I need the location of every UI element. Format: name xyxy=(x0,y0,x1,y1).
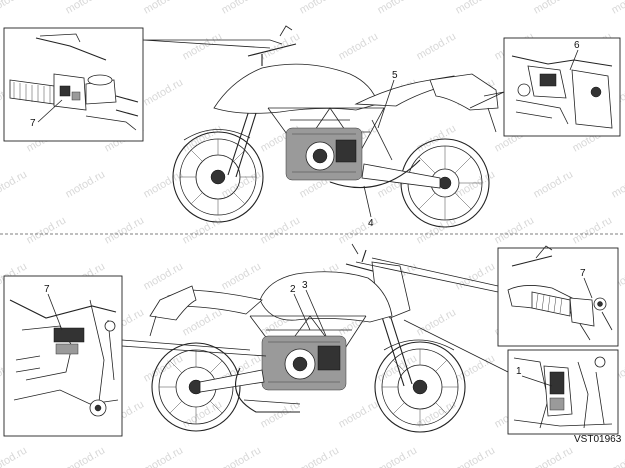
watermark-text: motod.ru xyxy=(454,444,498,468)
bottom-swingarm xyxy=(199,369,265,393)
watermark-text: motod.ru xyxy=(415,306,459,338)
callout-2: 2 xyxy=(290,284,296,295)
watermark-text: motod.ru xyxy=(220,444,264,468)
callout-7-bottom-left: 7 xyxy=(44,284,50,295)
watermark-text: motod.ru xyxy=(142,168,186,200)
watermark-text: motod.ru xyxy=(532,168,576,200)
watermark-text: motod.ru xyxy=(142,444,186,468)
watermark-text: motod.ru xyxy=(298,444,342,468)
watermark-text: motod.ru xyxy=(220,168,264,200)
watermark-text: motod.ru xyxy=(103,214,147,246)
bottom-engine xyxy=(261,335,347,391)
watermark-text: motod.ru xyxy=(532,0,576,17)
inset-bottom-right-lower: 1 xyxy=(507,349,619,435)
top-front-wheel xyxy=(172,131,264,223)
watermark-text: motod.ru xyxy=(610,0,625,17)
leader-bottom-right-lower xyxy=(403,319,509,373)
watermark-text: motod.ru xyxy=(220,0,264,17)
leader-bottom-left xyxy=(121,339,267,357)
callout-1: 1 xyxy=(516,366,522,377)
watermark-text: motod.ru xyxy=(376,444,420,468)
watermark-text: motod.ru xyxy=(610,444,625,468)
leader-bottom-right-upper xyxy=(355,257,499,293)
watermark-text: motod.ru xyxy=(259,214,303,246)
bottom-front-wheel xyxy=(374,341,466,433)
watermark-text: motod.ru xyxy=(220,260,264,292)
watermark-text: motod.ru xyxy=(298,0,342,17)
watermark-text: motod.ru xyxy=(0,168,29,200)
top-motorcycle-view: 5 4 xyxy=(172,25,499,229)
watermark-text: motod.ru xyxy=(181,30,225,62)
bottom-motorcycle-view: 2 3 xyxy=(149,243,466,433)
watermark-text: motod.ru xyxy=(337,30,381,62)
callout-4: 4 xyxy=(368,218,374,229)
bottom-fuel-tank xyxy=(259,271,393,323)
watermark-text: motod.ru xyxy=(337,214,381,246)
top-engine xyxy=(285,127,363,181)
watermark-text: motod.ru xyxy=(415,122,459,154)
watermark-text: motod.ru xyxy=(337,398,381,430)
watermark-text: motod.ru xyxy=(64,0,108,17)
watermark-text: motod.ru xyxy=(142,0,186,17)
callout-5: 5 xyxy=(392,70,398,81)
inset-top-right: 6 xyxy=(503,37,621,137)
callout-7-bottom-right: 7 xyxy=(580,268,586,279)
watermark-text: motod.ru xyxy=(610,168,625,200)
leader-top-left xyxy=(142,39,283,49)
watermark-text: motod.ru xyxy=(454,260,498,292)
watermark-text: motod.ru xyxy=(64,444,108,468)
watermark-text: motod.ru xyxy=(64,168,108,200)
watermark-text: motod.ru xyxy=(454,168,498,200)
watermark-text: motod.ru xyxy=(142,76,186,108)
watermark-text: motod.ru xyxy=(532,444,576,468)
watermark-text: motod.ru xyxy=(25,214,69,246)
watermark-text: motod.ru xyxy=(0,444,29,468)
watermark-text: motod.ru xyxy=(376,352,420,384)
callout-3: 3 xyxy=(302,280,308,291)
watermark-text: motod.ru xyxy=(142,260,186,292)
watermark-text: motod.ru xyxy=(454,352,498,384)
inset-bottom-right-upper: 7 xyxy=(497,245,619,347)
watermark-text: motod.ru xyxy=(415,30,459,62)
watermark-text: motod.ru xyxy=(571,214,615,246)
watermark-text: motod.ru xyxy=(454,0,498,17)
figure-code: VST01963 xyxy=(574,434,622,445)
leader-top-right xyxy=(469,91,505,109)
watermark-text: motod.ru xyxy=(181,306,225,338)
inset-bottom-left: 7 xyxy=(3,275,123,437)
callout-7-top-left: 7 xyxy=(30,118,36,129)
watermark-text: motod.ru xyxy=(493,214,537,246)
inset-top-left: 7 xyxy=(3,27,144,142)
top-seat xyxy=(354,75,455,107)
watermark-text: motod.ru xyxy=(376,0,420,17)
watermark-text: motod.ru xyxy=(0,0,29,17)
top-fuel-tank xyxy=(213,63,379,114)
callout-6: 6 xyxy=(574,40,580,51)
